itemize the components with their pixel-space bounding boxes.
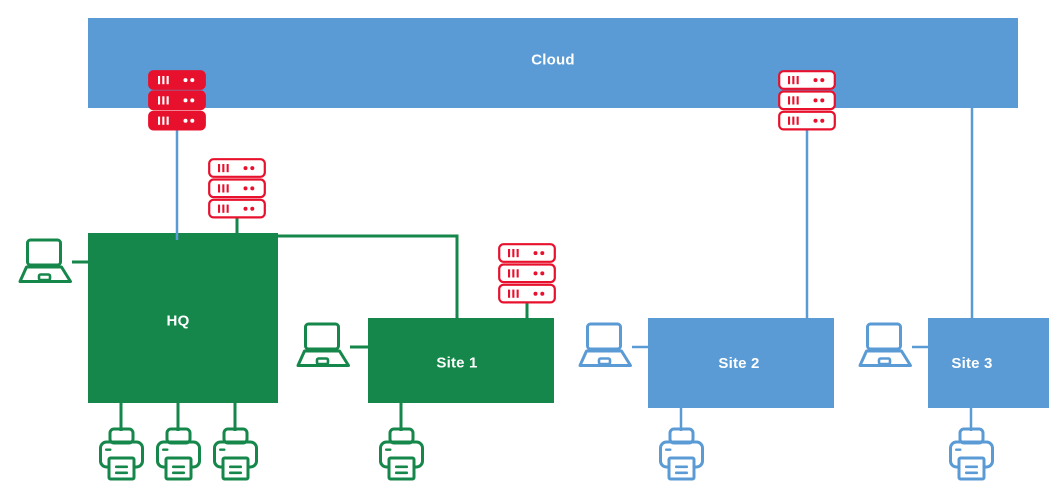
zone-label-site1: Site 1	[436, 354, 478, 372]
server-cloud-hq[interactable]	[148, 70, 206, 132]
zone-site3[interactable]: Site 3	[928, 318, 1049, 408]
zone-hq[interactable]: HQ	[88, 233, 278, 403]
zone-label-site2: Site 2	[718, 354, 760, 372]
server-hq[interactable]	[208, 158, 266, 220]
printer-hq-2[interactable]	[155, 427, 202, 482]
server-site1[interactable]	[498, 243, 556, 305]
laptop-site3[interactable]	[858, 320, 914, 372]
zone-cloud[interactable]: Cloud	[88, 18, 1018, 108]
laptop-site1[interactable]	[296, 320, 352, 372]
zone-label-site3: Site 3	[951, 354, 993, 372]
printer-hq-3[interactable]	[212, 427, 259, 482]
printer-site1-1[interactable]	[378, 427, 425, 482]
printer-site2-1[interactable]	[658, 427, 705, 482]
zone-label-cloud: Cloud	[531, 51, 575, 69]
printer-site3-1[interactable]	[948, 427, 995, 482]
zone-site1[interactable]: Site 1	[368, 318, 554, 403]
laptop-site2[interactable]	[578, 320, 634, 372]
laptop-hq[interactable]	[18, 236, 74, 288]
printer-hq-1[interactable]	[98, 427, 145, 482]
zone-label-hq: HQ	[166, 312, 190, 330]
link-hq-site1	[278, 234, 459, 320]
zone-site2[interactable]: Site 2	[648, 318, 834, 408]
server-cloud-site2[interactable]	[778, 70, 836, 132]
